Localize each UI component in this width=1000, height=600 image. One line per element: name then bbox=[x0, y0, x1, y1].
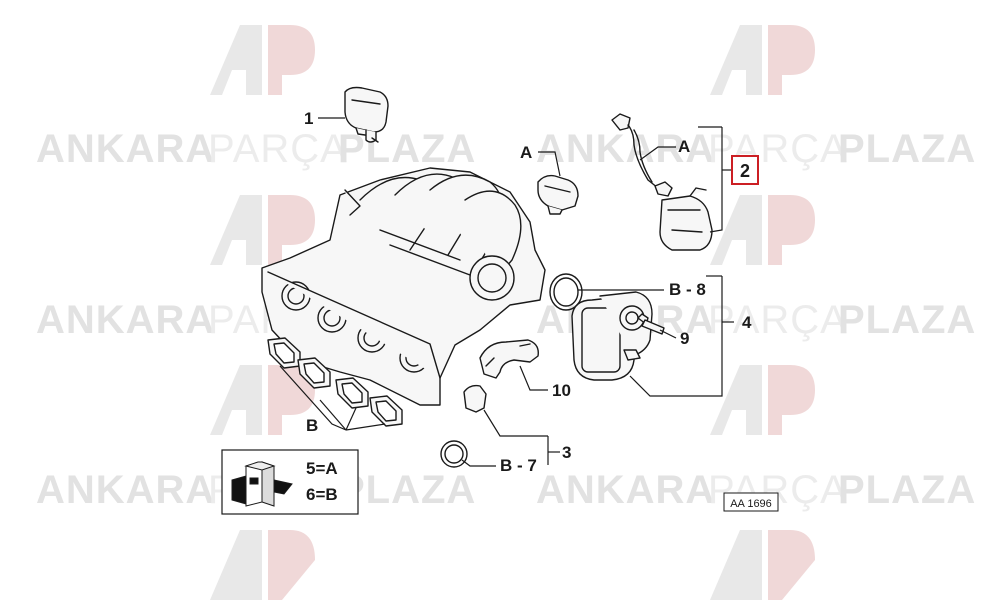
watermark-logo bbox=[710, 530, 815, 600]
callout-1: 1 bbox=[304, 109, 313, 128]
callout-labels: 1 A A B - 8 4 9 10 3 B - 7 B bbox=[304, 109, 752, 475]
parts-layer bbox=[261, 86, 713, 468]
screw-part bbox=[637, 313, 665, 335]
purge-valve-part bbox=[611, 113, 713, 251]
watermark-brand-mid: PARÇA bbox=[708, 127, 848, 171]
watermark-logo bbox=[210, 530, 315, 600]
watermark-layer: ANKARA PARÇA PLAZA ANKARA PARÇA PLAZA AN… bbox=[36, 25, 976, 600]
callout-b: B bbox=[306, 416, 318, 435]
figure-code: AA 1696 bbox=[730, 498, 772, 510]
watermark-brand-bold: PLAZA bbox=[838, 298, 976, 342]
callout-9: 9 bbox=[680, 329, 689, 348]
watermark-logo bbox=[210, 195, 315, 265]
watermark-brand-mid: PARÇA bbox=[708, 298, 848, 342]
watermark-brand-bold: PLAZA bbox=[838, 127, 976, 171]
watermark-logo bbox=[710, 25, 815, 95]
watermark-brand-light: ANKARA bbox=[36, 127, 215, 171]
watermark-brand-light: ANKARA bbox=[536, 127, 715, 171]
o-ring-b8-part bbox=[549, 273, 583, 311]
throttle-body-part bbox=[571, 291, 653, 381]
callout-a-left: A bbox=[520, 143, 532, 162]
callout-b7: B - 7 bbox=[500, 456, 537, 475]
watermark-logo bbox=[210, 25, 315, 95]
elbow-part bbox=[463, 384, 487, 413]
watermark-brand-light: ANKARA bbox=[36, 298, 215, 342]
legend-box: 5=A 6=B bbox=[221, 449, 359, 515]
gasket-set-part bbox=[267, 337, 403, 427]
watermark-row: ANKARA PARÇA PLAZA ANKARA PARÇA PLAZA bbox=[36, 127, 976, 171]
map-sensor-part bbox=[344, 86, 389, 143]
callout-a-right: A bbox=[678, 137, 690, 156]
leader-lines bbox=[279, 117, 734, 467]
figure-code-frame bbox=[723, 492, 779, 512]
watermark-logo bbox=[710, 365, 815, 435]
watermark-brand-light: ANKARA bbox=[536, 468, 715, 512]
watermark-logo bbox=[210, 365, 315, 435]
product-box-icon bbox=[231, 461, 293, 507]
intake-manifold-part bbox=[261, 167, 546, 406]
legend-line-1: 5=A bbox=[306, 459, 338, 478]
callout-3: 3 bbox=[562, 443, 571, 462]
o-ring-b7-part bbox=[440, 440, 468, 468]
watermark-brand-bold: PLAZA bbox=[338, 468, 476, 512]
callout-2: 2 bbox=[740, 161, 750, 181]
highlight-box bbox=[731, 155, 759, 185]
figure-code-box: AA 1696 bbox=[723, 492, 779, 512]
legend-line-2: 6=B bbox=[306, 485, 338, 504]
hose-part bbox=[479, 339, 539, 379]
watermark-logo bbox=[710, 195, 815, 265]
watermark-brand-light: ANKARA bbox=[36, 468, 215, 512]
bracket-clip-part bbox=[537, 174, 579, 215]
callout-4: 4 bbox=[742, 313, 752, 332]
highlight-callout-2[interactable]: 2 bbox=[731, 155, 759, 185]
callout-10: 10 bbox=[552, 381, 571, 400]
callout-b8: B - 8 bbox=[669, 280, 706, 299]
watermark-brand-bold: PLAZA bbox=[838, 468, 976, 512]
watermark-brand-mid: PARÇA bbox=[208, 127, 348, 171]
